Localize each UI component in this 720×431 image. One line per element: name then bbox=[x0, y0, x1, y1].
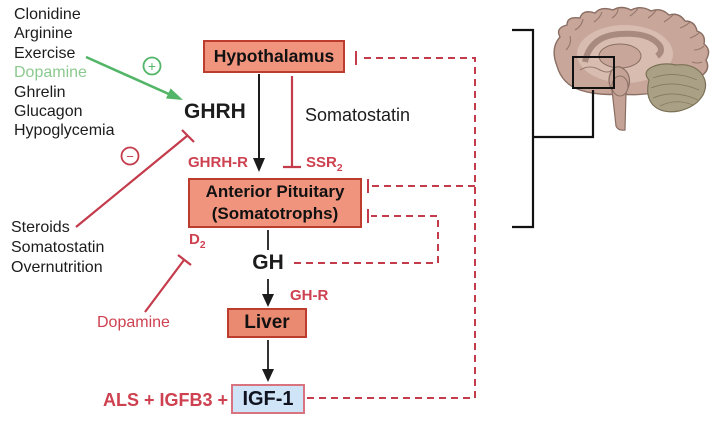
minus-sign: − bbox=[126, 149, 134, 164]
brain-illustration bbox=[553, 6, 710, 131]
liver-box: Liver bbox=[227, 308, 307, 338]
gh-label: GH bbox=[252, 251, 284, 274]
pituitary-label-line2: (Somatotrophs) bbox=[211, 204, 339, 223]
dopamine-inhibition-line bbox=[144, 254, 192, 313]
igf1-box: IGF-1 bbox=[231, 384, 305, 414]
ghrh-receptor-label: GHRH-R bbox=[188, 154, 248, 171]
liver-label: Liver bbox=[244, 312, 290, 333]
list-item: Overnutrition bbox=[11, 259, 103, 276]
hypothalamus-box: Hypothalamus bbox=[203, 40, 345, 73]
ssr2-base: SSR bbox=[306, 154, 337, 171]
list-item: Clonidine bbox=[14, 6, 81, 23]
plus-sign: + bbox=[148, 58, 156, 74]
d2-base: D bbox=[189, 231, 200, 248]
list-item-dopamine: Dopamine bbox=[14, 64, 87, 82]
gh-receptor-label: GH-R bbox=[290, 287, 329, 304]
list-item: Ghrelin bbox=[14, 83, 66, 101]
list-item: Steroids bbox=[11, 219, 70, 236]
ghrh-label: GHRH bbox=[184, 100, 246, 123]
gh-arrow bbox=[262, 230, 274, 307]
list-item: Hypoglycemia bbox=[14, 122, 115, 140]
ghrh-arrow bbox=[253, 74, 265, 172]
brain-region-square bbox=[572, 56, 615, 89]
hypothalamus-label: Hypothalamus bbox=[213, 46, 335, 66]
dopamine-inhibitor-label: Dopamine bbox=[97, 314, 170, 331]
stimulatory-arrow bbox=[85, 55, 183, 100]
ssr2-subscript: 2 bbox=[336, 163, 343, 174]
list-item: Somatostatin bbox=[11, 239, 105, 256]
pituitary-label-line1: Anterior Pituitary bbox=[205, 182, 345, 201]
igf1-arrow bbox=[262, 340, 274, 382]
anterior-pituitary-box: Anterior Pituitary (Somatotrophs) bbox=[188, 178, 362, 228]
igf1-feedback-tbars bbox=[355, 51, 369, 193]
list-item: Glucagon bbox=[14, 103, 83, 121]
igf1-feedback-dashed bbox=[307, 57, 476, 399]
igf-binding-prefix-label: ALS + IGFB3 + bbox=[102, 390, 228, 410]
list-item: Arginine bbox=[14, 25, 73, 43]
somatostatin-inhibition-line bbox=[283, 76, 301, 169]
ssr2-receptor-label: SSR2 bbox=[306, 154, 343, 174]
d2-subscript: 2 bbox=[199, 240, 206, 251]
d2-receptor-label: D2 bbox=[189, 231, 206, 251]
igf1-label: IGF-1 bbox=[242, 387, 294, 410]
steroids-inhibition-line bbox=[75, 129, 195, 228]
gh-feedback-dashed bbox=[294, 215, 439, 264]
list-item: Exercise bbox=[14, 44, 76, 62]
stimulator-list: Clonidine Arginine Exercise Dopamine Ghr… bbox=[14, 5, 114, 141]
somatostatin-label: Somatostatin bbox=[305, 105, 411, 125]
brain-region-bracket bbox=[512, 28, 595, 229]
inhibitor-list: Steroids Somatostatin Overnutrition bbox=[11, 218, 104, 278]
